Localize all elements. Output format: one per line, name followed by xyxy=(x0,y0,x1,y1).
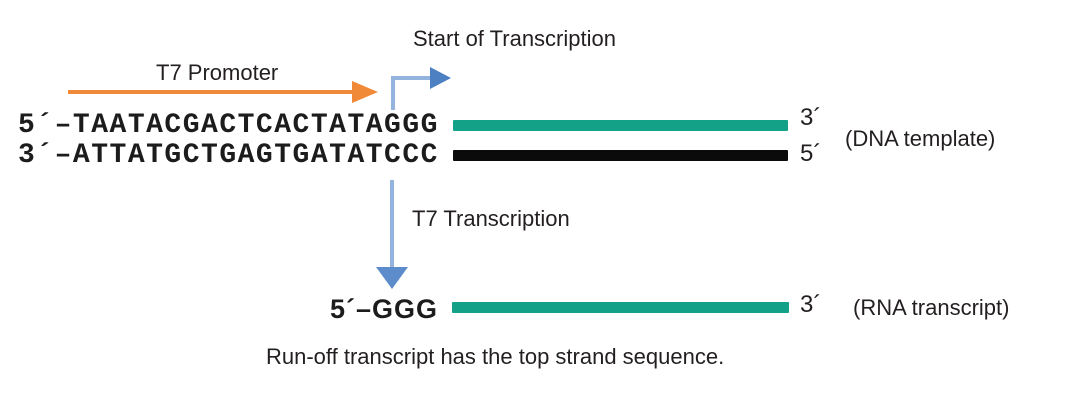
dna-bottom-strand-bar xyxy=(453,150,788,161)
transcription-start-arrowhead-icon xyxy=(430,67,451,89)
dna-top-strand-end-label: 3´ xyxy=(800,104,822,131)
promoter-arrowhead-icon xyxy=(352,81,378,103)
rna-transcript-annotation: (RNA transcript) xyxy=(853,295,1010,320)
transcription-start-arrow-vertical xyxy=(391,76,395,110)
dna-top-strand-bar xyxy=(453,120,788,131)
dna-bottom-strand-end-label: 5´ xyxy=(800,140,822,167)
start-of-transcription-label: Start of Transcription xyxy=(413,26,616,51)
t7-transcription-arrowhead-icon xyxy=(376,267,408,289)
dna-bottom-strand-sequence: 3´–ATTATGCTGAGTGATATCCC xyxy=(18,140,439,171)
dna-template-annotation: (DNA template) xyxy=(845,126,996,151)
t7-transcription-arrow-line xyxy=(390,180,394,269)
transcription-start-arrow-horizontal xyxy=(391,76,432,80)
rna-sequence: 5´–GGG xyxy=(330,294,439,324)
caption: Run-off transcript has the top strand se… xyxy=(266,344,725,369)
t7-promoter-label: T7 Promoter xyxy=(156,60,279,85)
rna-bar xyxy=(452,302,789,313)
t7-transcription-label: T7 Transcription xyxy=(412,206,570,231)
promoter-arrow-line xyxy=(68,90,354,94)
rna-end-label: 3´ xyxy=(800,291,822,318)
dna-top-strand-sequence: 5´–TAATACGACTCACTATAGGG xyxy=(18,110,439,141)
